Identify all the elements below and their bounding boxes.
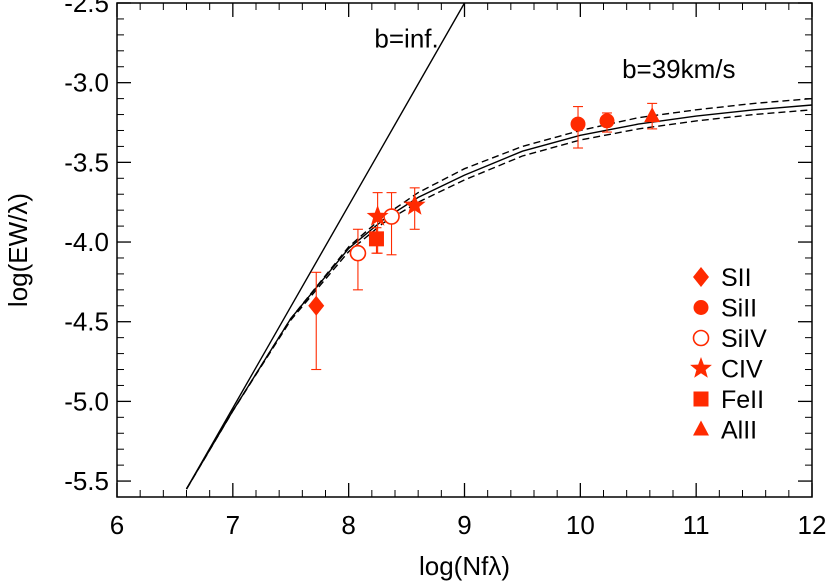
tick-labels: 6 7 8 9 10 11 12 -2.5 -3.0 -3.5 -4.0 -4.5 -5.0 -5.5 xyxy=(64,0,826,540)
x-tick-label: 10 xyxy=(566,510,595,540)
marker-FeII-0 xyxy=(368,231,384,247)
y-tick-label: -5.5 xyxy=(64,466,109,496)
legend-marker-FeII xyxy=(693,391,709,407)
annotation-0: b=inf. xyxy=(374,24,438,54)
y-tick-label: -2.5 xyxy=(64,0,109,18)
data-markers xyxy=(308,107,661,316)
marker-SiIV-0 xyxy=(349,244,367,262)
model-curves xyxy=(185,3,812,490)
marker-AlII-0 xyxy=(644,107,661,123)
curve-dashed-2 xyxy=(185,97,812,490)
legend-label-AlII: AlII xyxy=(721,417,757,445)
y-tick-label: -3.0 xyxy=(64,68,109,98)
legend-marker-SiIV xyxy=(692,329,710,347)
legend-label-SiIV: SiIV xyxy=(721,325,767,353)
x-tick-label: 8 xyxy=(341,510,355,540)
y-axis-title: log(EW/λ) xyxy=(3,193,33,307)
axis-ticks xyxy=(116,2,813,498)
x-tick-label: 11 xyxy=(683,510,710,540)
x-tick-label: 9 xyxy=(457,510,471,540)
legend-marker-SiII xyxy=(693,300,709,315)
legend-label-SII: SII xyxy=(721,264,752,292)
curve-solid-1 xyxy=(185,104,812,490)
annotation-1: b=39km/s xyxy=(622,54,735,84)
error-bars xyxy=(311,102,658,371)
x-tick-label: 12 xyxy=(798,510,827,540)
x-axis-title: log(Nfλ) xyxy=(419,551,510,581)
y-tick-label: -4.0 xyxy=(64,227,109,257)
legend-label-CIV: CIV xyxy=(721,356,763,384)
legend-marker-SII xyxy=(693,267,709,287)
y-tick-label: -4.5 xyxy=(64,307,109,337)
legend-marker-CIV xyxy=(690,357,712,378)
curve-dashed-3 xyxy=(185,109,812,490)
annotations: b=inf. b=39km/s xyxy=(374,24,735,84)
y-tick-label: -5.0 xyxy=(64,386,109,416)
y-tick-label: -3.5 xyxy=(64,147,109,177)
x-tick-label: 6 xyxy=(110,510,124,540)
curve-solid-0 xyxy=(185,3,466,490)
legend-label-FeII: FeII xyxy=(721,386,764,414)
legend-marker-AlII xyxy=(693,420,709,436)
marker-SiII-0 xyxy=(570,116,586,132)
marker-CIV-1 xyxy=(403,193,426,215)
marker-SiIV-1 xyxy=(383,208,400,225)
x-tick-label: 7 xyxy=(226,510,240,540)
marker-SII-0 xyxy=(308,295,325,316)
marker-CIV-0 xyxy=(366,205,389,226)
marker-SiII-1 xyxy=(599,113,615,129)
legend-label-SiII: SiII xyxy=(721,295,757,323)
